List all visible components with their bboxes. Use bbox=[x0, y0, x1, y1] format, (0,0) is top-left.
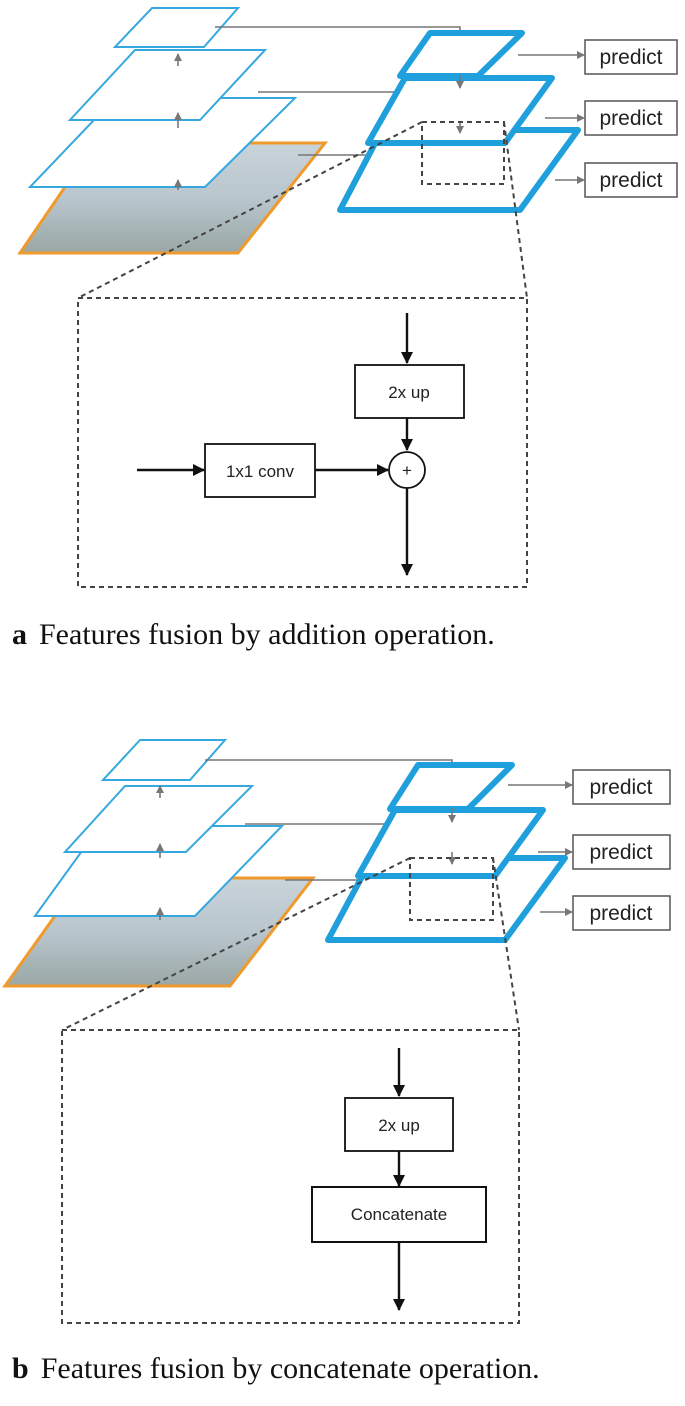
conv-op-box: 1x1 conv bbox=[204, 443, 316, 498]
caption-b-letter: b bbox=[12, 1352, 29, 1385]
figure-b-diagram: predict predict predict 2x up Concatenat… bbox=[2, 739, 671, 1324]
detail-panel bbox=[77, 297, 528, 588]
predict-box-2-b: predict bbox=[572, 834, 671, 870]
svg-text:predict: predict bbox=[589, 776, 652, 799]
svg-text:predict: predict bbox=[599, 46, 662, 69]
upsample-op-box-b: 2x up bbox=[344, 1097, 454, 1152]
addition-node: + bbox=[388, 451, 426, 489]
detail-panel-b bbox=[61, 1029, 520, 1324]
top-down-layer-1 bbox=[397, 30, 525, 79]
top-down-layer-1-b bbox=[387, 762, 515, 812]
caption-a-letter: a bbox=[12, 618, 27, 651]
bottom-up-layer-2-b bbox=[62, 785, 255, 853]
predict-box-1: predict bbox=[584, 39, 678, 75]
svg-text:1x1 conv: 1x1 conv bbox=[226, 462, 295, 481]
svg-text:2x up: 2x up bbox=[378, 1116, 420, 1135]
caption-a-text: Features fusion by addition operation. bbox=[39, 618, 495, 651]
svg-text:predict: predict bbox=[589, 841, 652, 864]
svg-text:Concatenate: Concatenate bbox=[351, 1205, 447, 1224]
upsample-op-box: 2x up bbox=[354, 364, 465, 419]
figure-a-diagram: predict predict predict 2x up 1x1 conv + bbox=[17, 7, 678, 588]
caption-a: a Features fusion by addition operation. bbox=[12, 618, 495, 652]
predict-box-2: predict bbox=[584, 100, 678, 136]
svg-text:+: + bbox=[402, 461, 412, 480]
predict-box-1-b: predict bbox=[572, 769, 671, 805]
svg-text:predict: predict bbox=[599, 107, 662, 130]
concatenate-op-box: Concatenate bbox=[311, 1186, 487, 1243]
predict-box-3-b: predict bbox=[572, 895, 671, 931]
svg-text:predict: predict bbox=[599, 169, 662, 192]
predict-box-3: predict bbox=[584, 162, 678, 198]
bottom-up-layer-1-b bbox=[100, 739, 228, 781]
caption-b-text: Features fusion by concatenate operation… bbox=[40, 1352, 540, 1385]
bottom-up-layer-2 bbox=[67, 49, 268, 121]
zoom-region bbox=[421, 121, 505, 185]
bottom-up-layer-1 bbox=[112, 7, 241, 48]
svg-text:2x up: 2x up bbox=[388, 383, 430, 402]
caption-b: b Features fusion by concatenate operatio… bbox=[12, 1352, 540, 1386]
svg-text:predict: predict bbox=[589, 902, 652, 925]
